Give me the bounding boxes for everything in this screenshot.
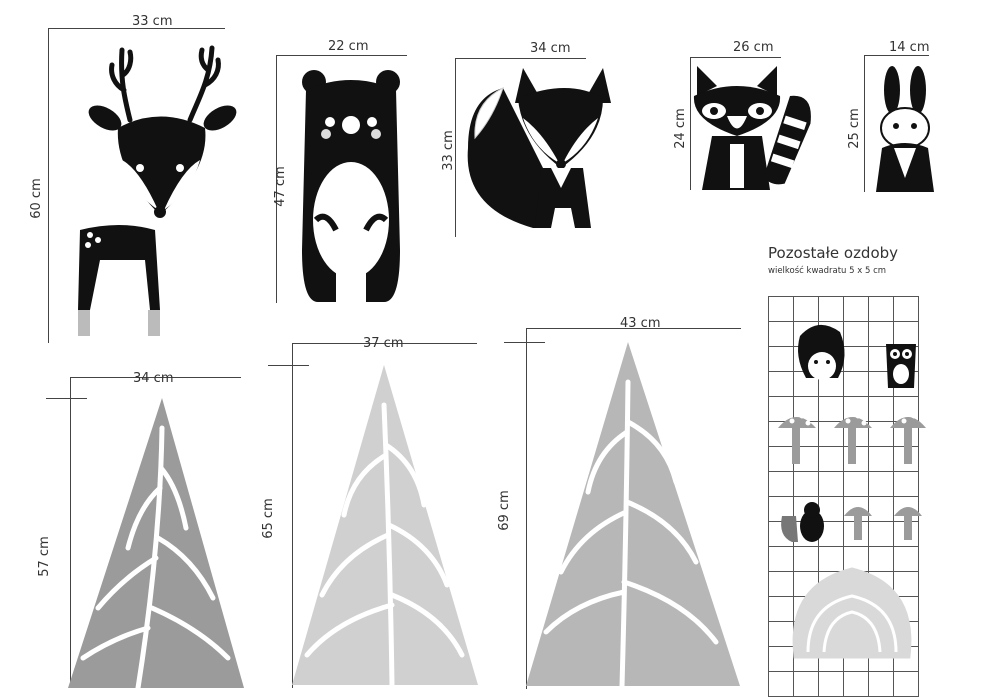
- tree-3-height-guide: [504, 342, 545, 343]
- squirrel-icon: [781, 502, 824, 542]
- tree-3-illustration: [526, 342, 740, 689]
- fox-width-label: 34 cm: [530, 41, 571, 56]
- raccoon-width-label: 26 cm: [733, 40, 774, 55]
- tree-1-illustration: [68, 398, 244, 691]
- hedgehog-icon: [798, 324, 845, 380]
- bear-dimension-frame: [276, 55, 407, 303]
- tree-2-height-guide: [268, 365, 309, 366]
- owl-icon: [886, 344, 916, 388]
- tree-2-canopy: [292, 365, 478, 685]
- raccoon-dimension-frame: [690, 57, 781, 190]
- deer-width-label: 33 cm: [132, 14, 173, 29]
- tree-1-width-label: 34 cm: [133, 371, 174, 386]
- deer-illustration: [78, 45, 237, 336]
- rabbit-width-label: 14 cm: [889, 40, 930, 55]
- rabbit-illustration: [876, 66, 934, 192]
- tree-3-width-label: 43 cm: [620, 316, 661, 331]
- extras-decorations: [778, 324, 926, 659]
- extras-subtitle: wielkość kwadratu 5 x 5 cm: [768, 266, 887, 276]
- mushroom-icon: [844, 507, 922, 540]
- deer-height-label: 60 cm: [28, 178, 44, 219]
- tree-3-height-label: 69 cm: [496, 490, 512, 531]
- raccoon-height-label: 24 cm: [672, 108, 688, 149]
- fox-height-label: 33 cm: [440, 130, 456, 171]
- tree-1-dimension-frame: [70, 377, 241, 684]
- bear-width-label: 22 cm: [328, 39, 369, 54]
- rabbit-dimension-frame: [864, 55, 929, 192]
- bear-illustration: [302, 70, 400, 302]
- tree-2-width-label: 37 cm: [363, 336, 404, 351]
- deer-dimension-frame: [48, 28, 225, 343]
- mushroom-icon: [778, 417, 926, 464]
- tree-1-height-guide: [46, 398, 87, 399]
- tree-2-dimension-frame: [292, 343, 477, 688]
- raccoon-illustration: [693, 66, 811, 190]
- tree-2-illustration: [292, 365, 478, 688]
- bear-height-label: 47 cm: [272, 166, 288, 207]
- rabbit-height-label: 25 cm: [846, 108, 862, 149]
- tree-1-height-label: 57 cm: [36, 536, 52, 577]
- fox-illustration: [467, 68, 611, 228]
- fox-dimension-frame: [455, 58, 586, 237]
- tree-2-height-label: 65 cm: [260, 498, 276, 539]
- extras-title: Pozostałe ozdoby: [768, 244, 899, 262]
- tree-3-canopy: [526, 342, 740, 686]
- tree-3-dimension-frame: [526, 328, 741, 689]
